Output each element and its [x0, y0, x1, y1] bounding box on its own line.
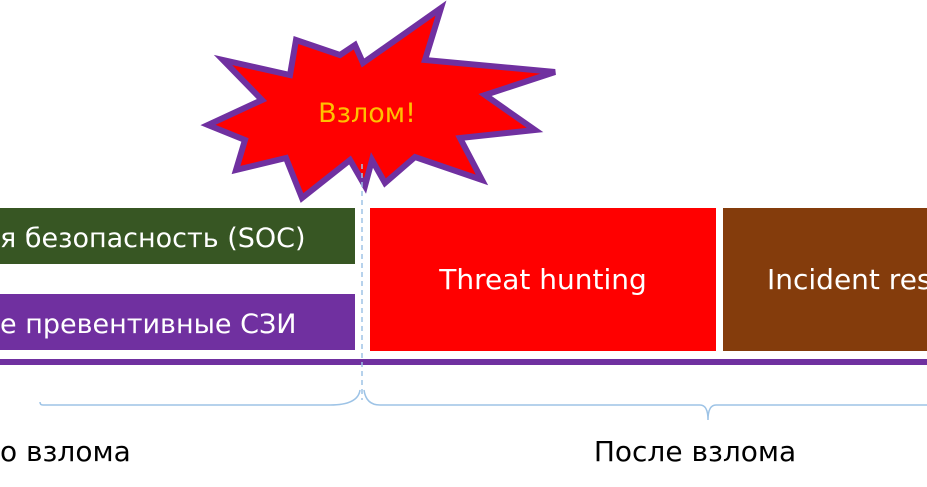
bar-threat-hunting-rect [370, 208, 716, 351]
bar-preventive-rect [0, 294, 355, 350]
bar-incident-response-rect [723, 208, 927, 351]
period-before-label: о взлома [0, 435, 131, 468]
bar-preventive: е превентивные СЗИ [0, 294, 355, 350]
brace-after [363, 389, 927, 421]
explosion-shape [200, 0, 556, 203]
bar-preventive-label: е превентивные СЗИ [0, 309, 297, 340]
bar-incident-response: Incident res [723, 208, 927, 351]
bar-threat-hunting: Threat hunting [370, 208, 716, 351]
bar-threat-hunting-label: Threat hunting [438, 263, 647, 296]
bar-soc: я безопасность (SOC) [0, 208, 355, 264]
explosion-burst: Взлом! [200, 0, 556, 203]
period-after-label: После взлома [594, 435, 796, 468]
bar-soc-rect [0, 208, 355, 264]
bar-incident-response-label: Incident res [767, 263, 927, 296]
bar-soc-label: я безопасность (SOC) [0, 223, 306, 254]
brace-before [39, 389, 361, 406]
explosion-label: Взлом! [318, 98, 416, 129]
